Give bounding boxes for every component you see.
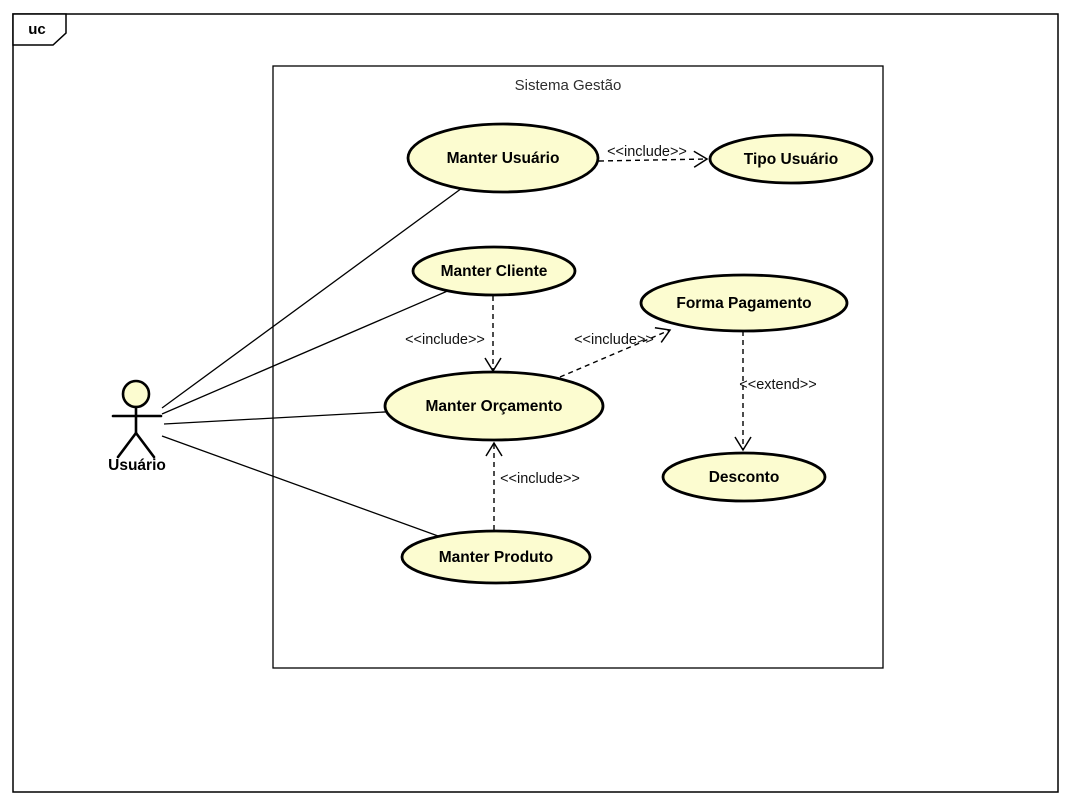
use-case-label-tipo-usuario: Tipo Usuário xyxy=(744,151,838,168)
include-arrow-manter-orcamento-forma-pagamento xyxy=(559,327,672,378)
include-label-manter-orcamento-forma-pagamento: <<include>> xyxy=(574,332,654,348)
use-case-manter-produto: Manter Produto xyxy=(400,529,592,585)
association-usuario-manter-cliente xyxy=(161,270,495,415)
include-arrow-manter-usuario-tipo-usuario xyxy=(598,150,709,168)
use-case-tipo-usuario: Tipo Usuário xyxy=(708,133,874,185)
actor-right-leg xyxy=(134,431,156,459)
frame-tag-label: uc xyxy=(28,21,46,38)
use-case-desconto: Desconto xyxy=(661,451,827,503)
actor-label: Usuário xyxy=(108,457,166,474)
association-usuario-manter-usuario xyxy=(161,157,504,409)
use-case-label-desconto: Desconto xyxy=(709,469,780,486)
use-case-manter-usuario: Manter Usuário xyxy=(406,122,600,194)
actor-left-leg xyxy=(116,431,138,459)
use-case-label-manter-usuario: Manter Usuário xyxy=(447,150,560,167)
include-label-manter-produto-manter-orcamento: <<include>> xyxy=(500,471,580,487)
actor-head xyxy=(121,379,151,409)
use-case-manter-orcamento: Manter Orçamento xyxy=(383,370,605,442)
use-case-label-manter-produto: Manter Produto xyxy=(439,549,554,566)
use-case-ellipse-forma-pagamento xyxy=(639,273,849,333)
use-case-ellipse-manter-orcamento xyxy=(383,370,605,442)
use-case-forma-pagamento: Forma Pagamento xyxy=(639,273,849,333)
system-title: Sistema Gestão xyxy=(515,77,622,94)
use-case-ellipse-manter-cliente xyxy=(411,245,577,297)
use-case-label-forma-pagamento: Forma Pagamento xyxy=(676,295,811,312)
use-case-manter-cliente: Manter Cliente xyxy=(411,245,577,297)
use-case-ellipse-manter-usuario xyxy=(406,122,600,194)
include-label-manter-cliente-manter-orcamento: <<include>> xyxy=(405,332,485,348)
dependencies-group: <<include>> <<include>> <<include>> <<ex… xyxy=(405,144,817,530)
include-label-manter-usuario-tipo-usuario: <<include>> xyxy=(607,144,687,160)
actor-usuario: Usuário xyxy=(108,379,166,474)
use-case-label-manter-cliente: Manter Cliente xyxy=(441,263,548,280)
use-case-ellipse-desconto xyxy=(661,451,827,503)
use-case-ellipse-tipo-usuario xyxy=(708,133,874,185)
extend-label-forma-pagamento-desconto: <<extend>> xyxy=(739,377,816,393)
frame-tag-shape xyxy=(12,13,67,46)
use-case-ellipse-manter-produto xyxy=(400,529,592,585)
use-case-label-manter-orcamento: Manter Orçamento xyxy=(426,398,563,415)
